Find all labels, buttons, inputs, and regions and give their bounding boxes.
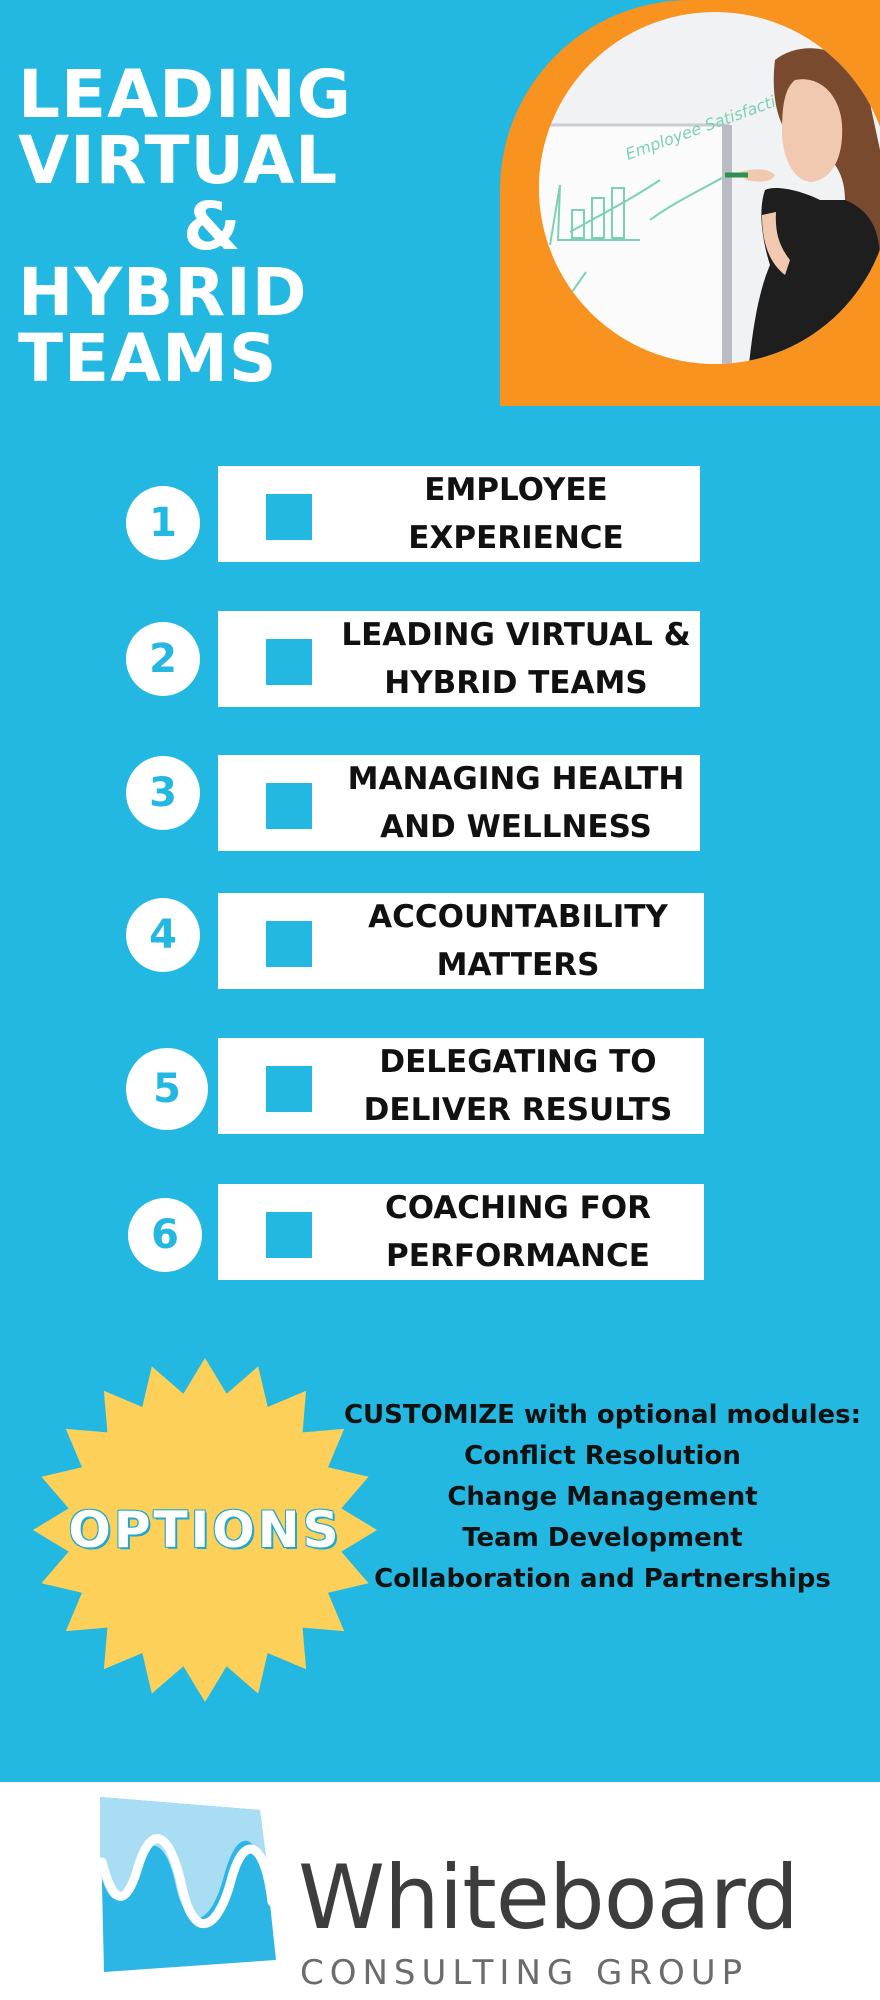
title-line: & [183, 188, 242, 265]
module-label-line: DELEGATING TO [379, 1044, 657, 1080]
module-label-line: AND WELLNESS [380, 809, 652, 845]
module-label-line: LEADING VIRTUAL & [341, 617, 691, 653]
custom-heading: CUSTOMIZE with optional modules: [343, 1400, 862, 1430]
page-title: LEADING VIRTUAL & HYBRID TEAMS [18, 62, 488, 392]
module-label: MANAGING HEALTH AND WELLNESS [336, 755, 696, 851]
title-line: LEADING [18, 56, 352, 133]
checkbox-icon[interactable] [266, 921, 312, 967]
module-label: LEADING VIRTUAL & HYBRID TEAMS [336, 611, 696, 707]
module-label: EMPLOYEE EXPERIENCE [336, 466, 696, 562]
custom-modules: CUSTOMIZE with optional modules: Conflic… [340, 1395, 865, 1600]
brand-tagline: CONSULTING GROUP [300, 1953, 749, 1993]
module-option: Team Development [462, 1523, 743, 1553]
module-label-line: DELIVER RESULTS [363, 1092, 673, 1128]
checkbox-icon[interactable] [266, 494, 312, 540]
module-item: LEADING VIRTUAL & HYBRID TEAMS [218, 611, 700, 707]
step-number: 2 [126, 622, 200, 696]
module-label-line: MATTERS [436, 947, 600, 983]
step-number: 1 [126, 486, 200, 560]
step-number: 3 [126, 756, 200, 830]
options-badge: OPTIONS [68, 1501, 342, 1559]
module-item: DELEGATING TO DELIVER RESULTS [218, 1038, 704, 1134]
module-item: EMPLOYEE EXPERIENCE [218, 466, 700, 562]
module-label-line: PERFORMANCE [386, 1238, 650, 1274]
module-label-line: ACCOUNTABILITY [368, 899, 668, 935]
step-number: 6 [128, 1198, 202, 1272]
module-item: ACCOUNTABILITY MATTERS [218, 893, 704, 989]
module-item: COACHING FOR PERFORMANCE [218, 1184, 704, 1280]
module-option: Conflict Resolution [464, 1441, 741, 1471]
brand-name: Whiteboard [298, 1846, 799, 1949]
title-line: VIRTUAL [18, 122, 339, 199]
presenter-photo: Employee Satisfaction [500, 0, 880, 406]
footer [0, 1782, 880, 2000]
module-item: MANAGING HEALTH AND WELLNESS [218, 755, 700, 851]
module-label: COACHING FOR PERFORMANCE [336, 1184, 700, 1280]
module-option: Change Management [447, 1482, 758, 1512]
checkbox-icon[interactable] [266, 1066, 312, 1112]
module-label: DELEGATING TO DELIVER RESULTS [336, 1038, 700, 1134]
step-number: 4 [126, 898, 200, 972]
module-label-line: MANAGING HEALTH [347, 761, 685, 797]
module-label-line: HYBRID TEAMS [384, 665, 648, 701]
module-label-line: EMPLOYEE [424, 472, 608, 508]
checkbox-icon[interactable] [266, 1212, 312, 1258]
title-line: HYBRID [18, 254, 308, 331]
options-starburst-icon [33, 1358, 377, 1702]
module-option: Collaboration and Partnerships [374, 1564, 831, 1594]
title-line: TEAMS [18, 320, 278, 397]
module-label: ACCOUNTABILITY MATTERS [336, 893, 700, 989]
step-number: 5 [126, 1048, 208, 1130]
checkbox-icon[interactable] [266, 783, 312, 829]
module-label-line: EXPERIENCE [408, 520, 624, 556]
checkbox-icon[interactable] [266, 639, 312, 685]
wave-logo-icon [100, 1797, 276, 1972]
module-label-line: COACHING FOR [384, 1190, 652, 1226]
